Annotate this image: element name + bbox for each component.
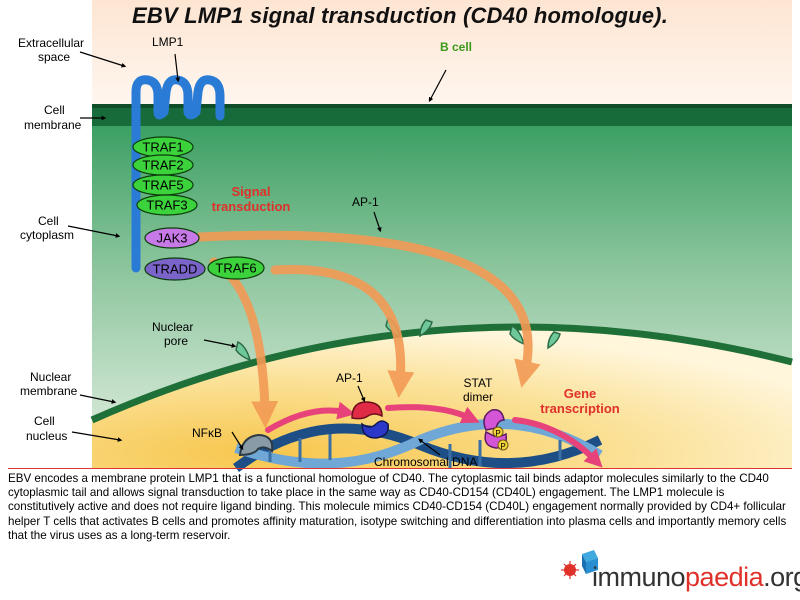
label-extracellular-1: Extracellular (18, 36, 84, 50)
label-ap1-nucleus: AP-1 (336, 371, 363, 385)
nuclear-pore-icon (235, 340, 252, 362)
label-nuclear-membrane-1: Nuclear (30, 370, 71, 384)
immunopaedia-logo[interactable]: immunopaedia.org (560, 548, 800, 598)
pink-arrow (385, 404, 480, 424)
label-nucleus-1: Cell (34, 414, 55, 428)
label-nucleus-2: nucleus (26, 429, 67, 443)
pointer-nuclear-pore (203, 339, 237, 348)
phospho-badge (497, 439, 509, 451)
label-phospho-1: P (495, 429, 500, 438)
label-chromosomal-dna: Chromosomal DNA (374, 455, 477, 469)
traf6-label: TRAF6 (215, 260, 256, 275)
page-title: EBV LMP1 signal transduction (CD40 homol… (131, 3, 669, 28)
traf5-label: TRAF5 (142, 177, 183, 192)
logo-wordmark: immunopaedia.org (592, 562, 800, 593)
label-ap1-cytoplasm: AP-1 (352, 195, 379, 209)
label-cytoplasm-2: cytoplasm (20, 228, 74, 242)
label-nfkb: NFκB (192, 426, 222, 440)
jak3-label: JAK3 (156, 230, 187, 245)
pointer-lines (67, 51, 447, 456)
logo-virus-icon (564, 564, 576, 576)
label-gene-1: Gene (564, 386, 597, 401)
nuclear-pore-icon (419, 319, 433, 338)
signal-arrow-stat (195, 230, 541, 388)
traf2-label: TRAF2 (142, 157, 183, 172)
tradd-label: TRADD (153, 261, 198, 276)
stat-dimer-shape (483, 408, 509, 451)
pointer-dna (418, 438, 441, 456)
traf3-node (136, 194, 198, 216)
nuclear-membrane (90, 323, 793, 424)
label-signal-1: Signal (231, 184, 270, 199)
tradd-node (144, 257, 206, 281)
label-lmp1: LMP1 (152, 35, 184, 49)
label-cell-membrane-2: membrane (24, 118, 82, 132)
pointer-nucleus (71, 431, 123, 442)
nfkb-shape (238, 433, 274, 457)
traf3-label: TRAF3 (146, 197, 187, 212)
transcription-arrows (265, 401, 603, 468)
label-stat-2: dimer (463, 390, 493, 404)
cell-membrane (92, 104, 792, 126)
label-signal-2: transduction (212, 199, 291, 214)
ap1-dimer (351, 401, 389, 439)
nuclear-pore-icon (547, 331, 561, 350)
label-extracellular-2: space (38, 50, 70, 64)
label-nuclear-pore-2: pore (164, 334, 188, 348)
logo-part-immuno: immuno (592, 562, 686, 592)
label-cell-membrane-1: Cell (44, 103, 65, 117)
phospho-badge (492, 426, 504, 438)
description-text: EBV encodes a membrane protein LMP1 that… (8, 472, 787, 542)
pointer-nfkb (231, 431, 244, 451)
logo-part-paedia: paedia (685, 562, 764, 592)
pink-arrow (265, 401, 356, 433)
pointer-extracellular (79, 51, 127, 68)
label-gene-2: transcription (540, 401, 620, 416)
label-nuclear-pore-1: Nuclear (152, 320, 193, 334)
logo-part-org: .org (763, 562, 800, 592)
pointer-b-cell (428, 69, 447, 103)
label-b-cell: B cell (440, 40, 472, 54)
pointer-lmp1 (174, 53, 181, 83)
label-nuclear-membrane-2: membrane (20, 384, 78, 398)
label-phospho-2: P (500, 442, 505, 451)
divider (8, 468, 792, 469)
pointer-ap1-nucleus (357, 385, 366, 403)
pointer-ap1 (373, 211, 382, 233)
extracellular-region (92, 0, 792, 104)
logo-cube-icon (561, 550, 598, 579)
traf6-node (207, 256, 265, 280)
ap1-subunit-red (351, 401, 383, 420)
label-stat-1: STAT (464, 376, 494, 390)
signal-arrow-ap1 (270, 265, 415, 399)
stat-subunit (483, 408, 505, 431)
traf1-label: TRAF1 (142, 139, 183, 154)
jak3-node (144, 227, 200, 249)
adaptor-proteins (132, 136, 265, 281)
pointer-nuclear-membrane (79, 394, 117, 404)
ap1-subunit-blue (361, 420, 389, 439)
pink-arrow (512, 417, 603, 468)
cell-membrane-edge (92, 104, 792, 108)
pointer-cytoplasm (67, 225, 121, 238)
label-cytoplasm-1: Cell (38, 214, 59, 228)
